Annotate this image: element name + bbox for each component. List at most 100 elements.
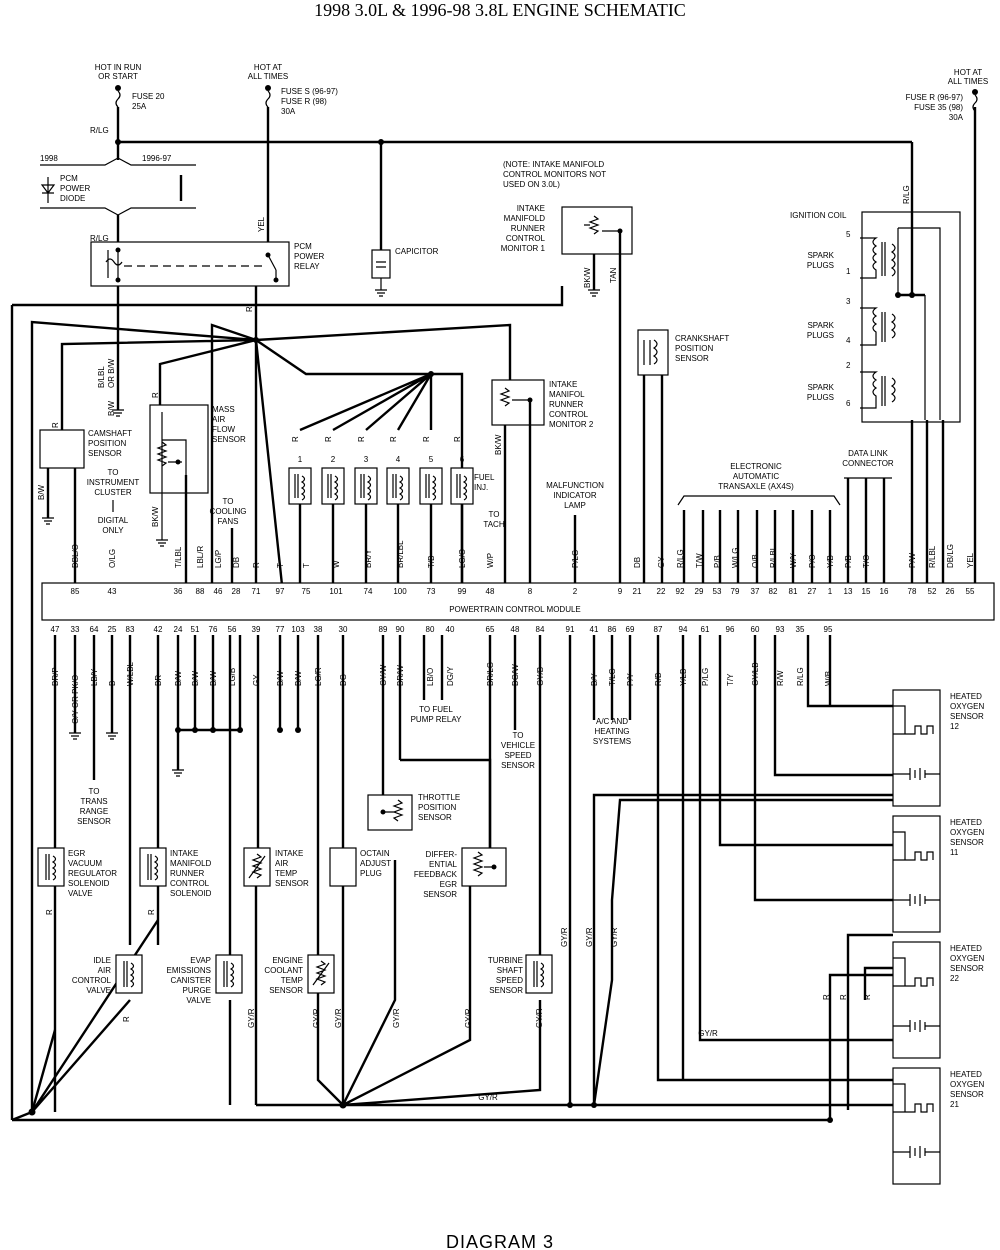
top-wire-color: LBL/R [196, 546, 205, 568]
dpfe-sensor: DIFFER- ENTIAL FEEDBACK EGR SENSOR [414, 847, 507, 899]
top-wire-color: LG/P [214, 550, 223, 568]
bottom-wire-color: GY [252, 674, 261, 686]
vss-label-4: SENSOR [501, 761, 535, 770]
yel-relay-label: YEL [257, 216, 266, 232]
pcm-top-pin-97: 97 [276, 587, 285, 596]
top-wire-color: Y/B [826, 555, 835, 568]
coil-symbol [123, 961, 135, 988]
maf-label-3: FLOW [212, 425, 236, 434]
fuse-s-label-1: FUSE S (96-97) [281, 87, 338, 96]
injector-number: 4 [396, 455, 401, 464]
pcm-bottom-pin-47: 47 [51, 625, 60, 634]
r-wire-label: R [122, 1016, 131, 1022]
ignition-coil-label: IGNITION COIL [790, 211, 847, 220]
capicitor: CAPICITOR [371, 247, 439, 297]
injector-box [354, 467, 378, 505]
imrc1-label-1: INTAKE [517, 204, 545, 213]
injector-coil [327, 474, 339, 501]
gyr-wire-label: GY/R [392, 1008, 401, 1028]
top-wire-color: YEL [966, 552, 975, 568]
power-feeds: HOT IN RUN OR START FUSE 20 25A HOT AT A… [40, 63, 988, 585]
injector-r-label: R [324, 436, 333, 442]
gyr-wire-label: GY/R [478, 1093, 498, 1102]
coil-symbol [223, 961, 235, 988]
egr_vac-label-line: EGR [68, 849, 86, 858]
r-maf-label: R [151, 392, 160, 398]
component-box [525, 954, 553, 994]
gyr-wire-label: GY/R [312, 1008, 321, 1028]
pcm-bottom-pin-60: 60 [751, 625, 760, 634]
top-wire-color: O/B [751, 554, 760, 568]
note-line-2: CONTROL MONITORS NOT [503, 170, 606, 179]
pcm-bottom-pin-35: 35 [796, 625, 805, 634]
tss-label-line: SPEED [496, 976, 523, 985]
top-wire-color: R/LBL [769, 545, 778, 568]
rlg-relay-label: R/LG [90, 234, 109, 243]
spark-plugs-1-label-1: SPARK [807, 251, 834, 260]
ho2s-label-line: 12 [950, 722, 959, 731]
cooling-fans-label-2: COOLING [210, 507, 247, 516]
iat-label-line: INTAKE [275, 849, 303, 858]
pcm-bottom-pin-93: 93 [776, 625, 785, 634]
cluster-label-1: TO [108, 468, 119, 477]
mil-label-3: LAMP [564, 501, 586, 510]
octane-label-line: OCTAIN [360, 849, 390, 858]
tss-label-line: TURBINE [488, 956, 523, 965]
note-line-1: (NOTE: INTAKE MANIFOLD [503, 160, 604, 169]
ho2s-sensor-cell [893, 894, 940, 906]
pcm-top-pin-2: 2 [573, 587, 578, 596]
pcm-top-pin-26: 26 [946, 587, 955, 596]
maf-label-2: AIR [212, 415, 226, 424]
egr_vac-label-line: SOLENOID [68, 879, 110, 888]
pcm-bottom-pin-83: 83 [126, 625, 135, 634]
ho2s-label-line: SENSOR [950, 838, 984, 847]
bkw-imrc2-label: BK/W [494, 434, 503, 455]
injector-coil [392, 474, 404, 501]
ho2s-heater [893, 957, 934, 987]
top-wire-color: W/P [486, 553, 495, 568]
imrc_sol-label-line: MANIFOLD [170, 859, 212, 868]
evap-label-line: PURGE [183, 986, 211, 995]
fuel-inj-label-2: INJ. [474, 483, 488, 492]
trs-label-4: SENSOR [77, 817, 111, 826]
pcm-top-pin-1: 1 [828, 587, 833, 596]
ignition-coil: IGNITION COIL R/LG 5 1 3 4 2 6 SPARK PLU… [790, 142, 961, 423]
r-wire-label: R [147, 909, 156, 915]
pcm-top-pin-16: 16 [880, 587, 889, 596]
hot-all-times-2-label-1: HOT AT [954, 68, 982, 77]
pcm-bottom-pin-51: 51 [191, 625, 200, 634]
blbl-label: B/LBL [97, 366, 106, 388]
bkw-maf-label: BK/W [151, 506, 160, 527]
imrc-monitor-2: BK/W INTAKE MANIFOL RUNNER CONTROL MONIT… [483, 305, 622, 585]
ho2s-label-line: 11 [950, 848, 959, 857]
imrc_sol-label-line: RUNNER [170, 869, 204, 878]
camshaft-label-3: SENSOR [88, 449, 122, 458]
orbw-label: OR B/W [107, 358, 116, 388]
capicitor-label: CAPICITOR [395, 247, 439, 256]
octane-label-line: PLUG [360, 869, 382, 878]
coil-symbol [147, 854, 159, 881]
pcm-top-pin-79: 79 [731, 587, 740, 596]
ho2s-label-line: HEATED [950, 818, 982, 827]
component-box [215, 954, 243, 994]
iac-label-line: CONTROL [72, 976, 112, 985]
fuse-r-label-1: FUSE R (96-97) [906, 93, 964, 102]
top-wire-color: W/LG [731, 548, 740, 568]
injector-box [419, 467, 443, 505]
digital-label-2: ONLY [102, 526, 124, 535]
pcm-bottom-pin-40: 40 [446, 625, 455, 634]
injector-coil [425, 474, 437, 501]
evap-label-line: EMISSIONS [167, 966, 211, 975]
pcm-bottom-pin-103: 103 [291, 625, 305, 634]
iat-label-line: SENSOR [275, 879, 309, 888]
octane-label-line: ADJUST [360, 859, 391, 868]
dlc-label-2: CONNECTOR [842, 459, 894, 468]
pcm-bottom-pin-64: 64 [90, 625, 99, 634]
bottom-wire-color: LG/B [228, 668, 237, 686]
rlg-coil-label: R/LG [902, 185, 911, 204]
evap-label-line: CANISTER [171, 976, 212, 985]
dfegr-label-3: FEEDBACK [414, 870, 458, 879]
ect-label-line: ENGINE [272, 956, 303, 965]
diagram-title: 1998 3.0L & 1996-98 3.8L ENGINE SCHEMATI… [314, 0, 686, 20]
pcm-bottom-pin-38: 38 [314, 625, 323, 634]
